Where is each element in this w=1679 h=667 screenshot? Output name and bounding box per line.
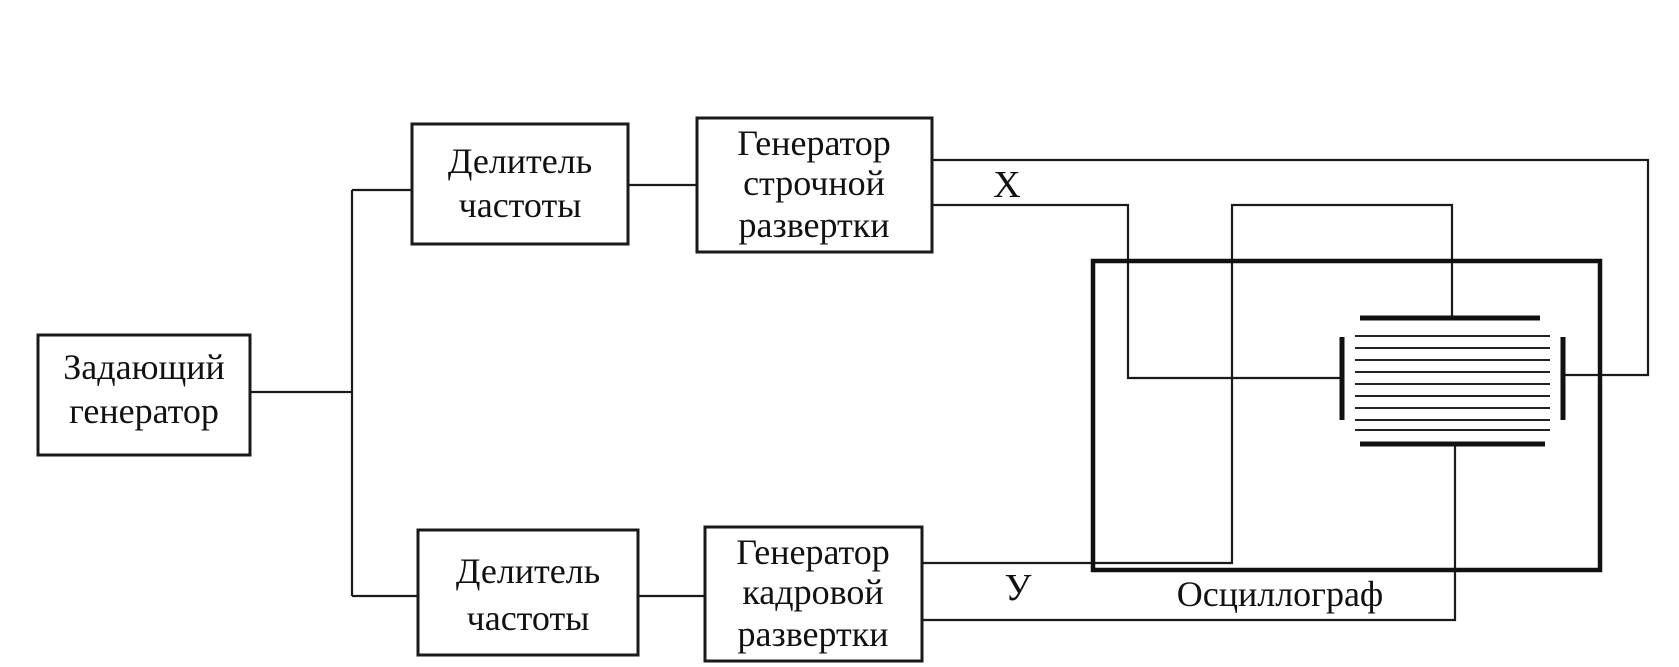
master-generator-block: Задающий генератор: [36, 333, 252, 457]
frame-scan-generator-label-line3: развертки: [738, 614, 889, 654]
divider-top-box: [410, 122, 630, 246]
master-generator-box: [36, 333, 252, 457]
wire-frame-gen-to-bottom-plate: [922, 444, 1457, 622]
crt-screen: [1339, 315, 1566, 447]
line-scan-generator-label-line1: Генератор: [737, 123, 891, 163]
frame-scan-generator-box: [703, 525, 924, 663]
line-scan-generator-label-line3: развертки: [739, 205, 890, 245]
master-generator-label-line1: Задающий: [63, 347, 224, 387]
divider-bottom-box: [416, 528, 640, 657]
oscilloscope-label: Осциллограф: [1177, 574, 1384, 614]
oscilloscope-frame: [1090, 258, 1603, 573]
line-scan-generator-box: [695, 116, 934, 254]
wire-line-gen-top-to-right-plate: [932, 158, 1650, 377]
line-scan-generator-label-line2: строчной: [743, 163, 885, 203]
divider-bottom-label-line2: частоты: [467, 598, 590, 638]
divider-top-label-line2: частоты: [459, 185, 582, 225]
master-generator-label-line2: генератор: [69, 391, 219, 431]
line-scan-generator-block: Генератор строчной развертки: [695, 116, 934, 254]
connection-wires: [250, 158, 1650, 622]
frame-scan-generator-block: Генератор кадровой развертки: [703, 525, 924, 663]
frame-scan-generator-label-line2: кадровой: [742, 572, 883, 612]
divider-top-block: Делитель частоты: [410, 122, 630, 246]
divider-bottom-label-line1: Делитель: [456, 551, 600, 591]
wire-line-gen-x-to-left-plate: [932, 203, 1340, 380]
frame-scan-generator-label-line1: Генератор: [736, 532, 890, 572]
divider-top-label-line1: Делитель: [448, 141, 592, 181]
divider-bottom-block: Делитель частоты: [416, 528, 640, 657]
wire-frame-gen-to-top-plate: [922, 203, 1454, 565]
signal-y-label: У: [1005, 567, 1032, 609]
signal-x-label: X: [993, 164, 1020, 206]
